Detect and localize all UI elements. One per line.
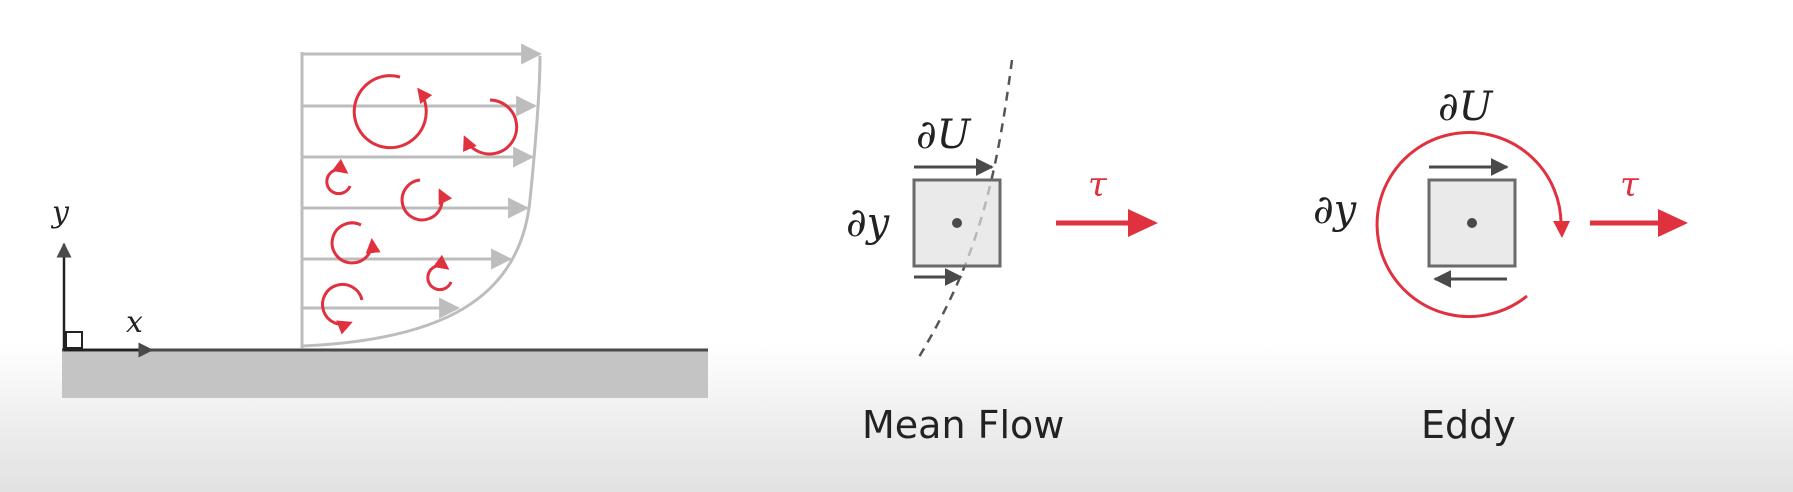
tau-label: τ — [1088, 165, 1108, 205]
eddy-arc-arrowhead — [1553, 221, 1570, 238]
velocity-profile-curve — [301, 55, 542, 348]
y-axis-label: y — [50, 195, 70, 230]
du-label: ∂U — [916, 112, 972, 158]
x-axis-label: x — [126, 305, 143, 340]
eddy-icon — [321, 283, 364, 335]
eddy-icon — [330, 221, 381, 265]
eddy-icon — [463, 98, 519, 156]
dy-label: ∂y — [846, 200, 891, 246]
eddy-icon — [400, 178, 453, 222]
right-angle-marker — [65, 331, 83, 349]
fluid-element-center-dot — [1467, 218, 1477, 228]
fluid-element-center-dot — [952, 218, 962, 228]
eddy-icon — [352, 74, 433, 150]
du-label: ∂U — [1438, 84, 1494, 130]
boundary-layer-panel: y x — [50, 43, 708, 398]
tau-label: τ — [1620, 165, 1640, 205]
mean-flow-panel: ∂U ∂y τ Mean Flow — [846, 59, 1158, 447]
eddy-caption: Eddy — [1421, 403, 1516, 447]
eddies — [321, 74, 519, 335]
eddy-icon — [325, 158, 352, 196]
eddy-icon — [426, 254, 453, 292]
tau-arrowhead — [1658, 209, 1688, 237]
eddy-panel: ∂U ∂y τ Eddy — [1313, 84, 1688, 447]
mean-flow-caption: Mean Flow — [862, 403, 1064, 447]
tau-arrowhead — [1128, 209, 1158, 237]
velocity-arrows — [302, 43, 543, 319]
eddy-rotation-arc — [1375, 131, 1563, 319]
dy-label: ∂y — [1313, 187, 1358, 233]
wall — [62, 350, 708, 398]
